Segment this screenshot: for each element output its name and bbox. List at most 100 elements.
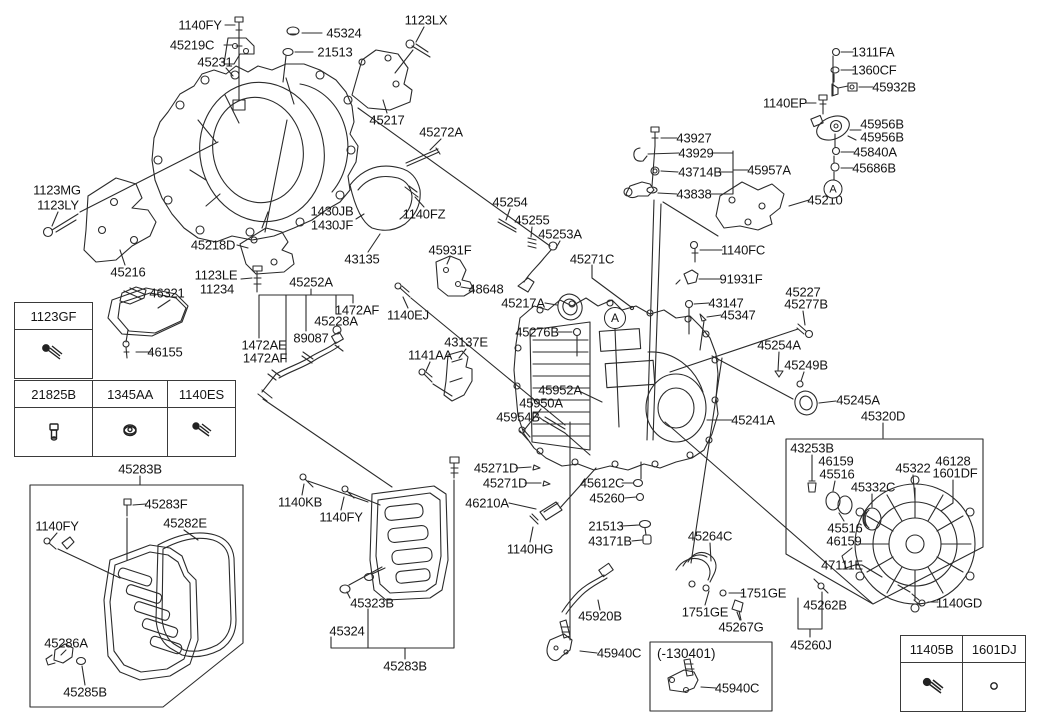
part-label: 1140FY	[35, 518, 79, 534]
table-header: 21825B	[13, 380, 94, 408]
part-label: 45241A	[731, 412, 775, 428]
part-label: 45283B	[383, 658, 427, 674]
hardware-table-lower: 21825B 1345AA 1140ES	[13, 380, 236, 457]
part-label: 1140FY	[319, 509, 363, 525]
part-label: 43714B	[678, 164, 722, 180]
part-label: 1140GD	[935, 595, 983, 611]
part-label: 45952A	[538, 382, 582, 398]
bell-housing	[151, 63, 359, 243]
part-label: 1140EP	[762, 95, 808, 111]
part-label: 1140KB	[277, 494, 323, 510]
table-header: 1345AA	[92, 380, 169, 408]
part-label: 45324	[329, 623, 365, 639]
part-label: 45940C	[596, 645, 642, 661]
part-label: 45227	[785, 284, 821, 300]
part-label: 21513	[317, 44, 353, 60]
part-label: 45277B	[784, 296, 828, 312]
part-label: 46159	[818, 453, 854, 469]
part-label: 1123MG	[33, 182, 81, 198]
part-label: 45686B	[852, 160, 896, 176]
part-label: 89087	[293, 330, 329, 346]
part-label: 45920B	[578, 608, 622, 624]
part-label: 45217	[369, 112, 405, 128]
part-label: 1140FZ	[402, 206, 446, 222]
part-label: 46321	[149, 285, 185, 301]
hardware-table-bottom-right: 11405B 1601DJ	[899, 635, 1026, 712]
part-label: 45323B	[350, 595, 394, 611]
part-label: 45286A	[44, 635, 88, 651]
part-label: 1472AE	[241, 337, 287, 353]
nut-icon	[92, 407, 169, 457]
part-label: 48648	[468, 281, 504, 297]
part-label: 45931F	[428, 242, 472, 258]
part-label: 45245A	[836, 392, 880, 408]
part-label: 1140FY	[178, 17, 222, 33]
part-label: 45260	[589, 490, 625, 506]
part-label: 45516	[827, 520, 863, 536]
part-label: 45954B	[496, 409, 540, 425]
small-brackets-mid	[394, 255, 566, 426]
part-label: 45272A	[419, 124, 463, 140]
part-label: 45252A	[289, 274, 333, 290]
part-label: 1601DF	[932, 465, 978, 481]
part-label: 45950A	[519, 395, 563, 411]
part-label: 45285B	[63, 684, 107, 700]
part-label: 47111E	[821, 557, 863, 573]
part-label: 45254A	[757, 337, 801, 353]
part-label: 43927	[676, 130, 712, 146]
part-label: 45282E	[163, 515, 207, 531]
part-label: 45271D	[473, 460, 519, 476]
table-header: 1140ES	[167, 380, 236, 408]
table-header: 1123GF	[14, 302, 93, 330]
part-label: 45260J	[790, 637, 832, 653]
part-label: 45957A	[747, 162, 791, 178]
part-label: 45267G	[718, 619, 764, 635]
part-label: 45249B	[784, 357, 828, 373]
part-label: 1311FA	[851, 44, 895, 60]
o-ring-icon	[962, 662, 1026, 712]
part-label: 45276B	[515, 324, 559, 340]
part-label: 1751GE	[681, 604, 729, 620]
bottom-center-hardware	[508, 391, 652, 545]
part-label: 1123LY	[37, 197, 79, 213]
part-label: 45228A	[314, 313, 358, 329]
hardware-table-upper: 1123GF	[14, 302, 93, 379]
part-label: 1360CF	[851, 62, 897, 78]
part-label: 45264C	[687, 528, 733, 544]
part-label: 46155	[147, 344, 183, 360]
range-switch-group	[805, 47, 874, 181]
part-label: 91931F	[719, 271, 763, 287]
stud-icon	[13, 407, 94, 457]
breather-hose	[257, 288, 393, 488]
part-label: 46128	[935, 453, 971, 469]
table-header: 11405B	[899, 635, 964, 663]
part-label: 43171B	[588, 533, 632, 549]
inset-caption: (-130401)	[657, 646, 716, 661]
part-label: 43253B	[790, 440, 834, 456]
part-label: 45322	[895, 460, 931, 476]
part-label: 1141AA	[407, 347, 453, 363]
part-label: 45254	[492, 194, 528, 210]
part-label: 45217A	[501, 295, 545, 311]
part-label: 1430JF	[310, 217, 354, 233]
part-label: 45283F	[144, 496, 188, 512]
part-label: 43137E	[444, 334, 488, 350]
part-label: 43838	[676, 186, 712, 202]
part-label: 43135	[344, 251, 380, 267]
part-label: 45218D	[190, 237, 236, 253]
part-label: 1430JB	[310, 203, 354, 219]
control-lever-group	[357, 107, 635, 357]
part-label: 43147	[708, 295, 744, 311]
part-label: 1751GE	[739, 585, 787, 601]
part-label: 45320D	[860, 408, 906, 424]
rear-cover-group	[785, 422, 984, 638]
inset-box	[649, 641, 773, 712]
part-label: 45219C	[169, 37, 215, 53]
bolt-icon	[167, 407, 236, 457]
part-label: 45283B	[118, 461, 162, 477]
oil-pan-box	[29, 475, 244, 708]
valve-body-pan	[299, 456, 460, 660]
part-label: 45940C	[714, 680, 760, 696]
part-label: 1472AF	[334, 302, 380, 318]
